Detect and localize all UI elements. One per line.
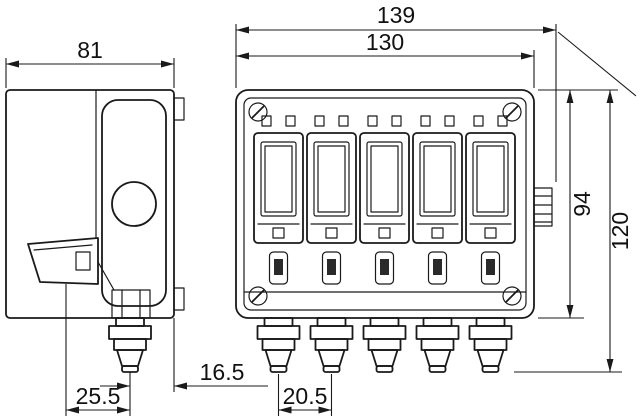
side-view: [5, 89, 185, 373]
fuse-module: [253, 115, 304, 244]
corner-screw: [248, 102, 268, 122]
swivel-bracket: [27, 237, 115, 291]
fuse-module: [412, 115, 463, 244]
dim-label-120: 120: [607, 212, 633, 250]
corner-screw: [502, 286, 522, 306]
mount-tab-bottom: [173, 287, 185, 311]
switch-handle: [374, 251, 395, 285]
cable-gland: [309, 317, 354, 373]
dim-label-20-5: 20.5: [283, 383, 328, 409]
side-body: [5, 89, 175, 319]
cable-gland: [362, 317, 407, 373]
switch-handle: [480, 251, 501, 285]
fuse-module: [306, 115, 357, 244]
cable-gland: [256, 317, 301, 373]
front-inner-frame: [243, 97, 527, 311]
side-gland-block: [111, 289, 151, 319]
switch-handle: [268, 251, 289, 285]
cable-gland: [415, 317, 460, 373]
front-view: [235, 89, 553, 373]
fuse-module: [359, 115, 410, 244]
side-cable-gland: [108, 317, 152, 373]
switch-handle: [321, 251, 342, 285]
cable-gland: [468, 317, 513, 373]
fuse-module: [465, 115, 516, 244]
dim-label-81: 81: [77, 37, 103, 63]
corner-screw: [502, 102, 522, 122]
dim-label-16-5: 16.5: [200, 359, 245, 385]
switch-handle: [427, 251, 448, 285]
dim-label-130: 130: [366, 29, 404, 55]
dim-label-25-5: 25.5: [76, 383, 121, 409]
cover-profile: [101, 99, 167, 307]
knockout-circle: [111, 181, 157, 227]
side-connector-block: [533, 187, 553, 227]
dim-label-139: 139: [377, 2, 415, 28]
dim-label-94: 94: [569, 191, 595, 217]
dimension-annotations: 139 130 81 94 120 16.5 25.5: [5, 2, 637, 416]
corner-screw: [248, 286, 268, 306]
oblique-extension-line: [557, 31, 637, 97]
mount-tab-top: [173, 97, 185, 121]
